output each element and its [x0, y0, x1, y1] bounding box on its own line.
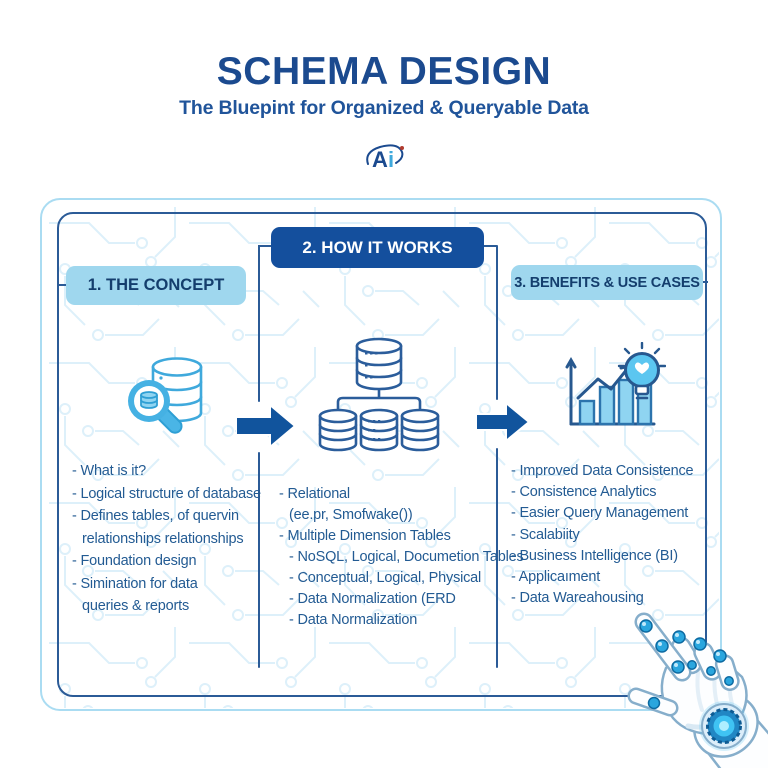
- column-divider: [496, 448, 498, 668]
- list-item: - Logical structure of database: [72, 485, 261, 502]
- list-item: relationships relationships: [82, 530, 244, 547]
- how-it-works-list: - Relational (ee.pr, Smofwake()) - Multi…: [279, 484, 524, 631]
- list-item: - Scalabiity: [511, 526, 580, 543]
- list-item: - Business Intelligence (BI): [511, 547, 678, 564]
- section-header-benefits: 3. BENEFITS & USE CASES: [511, 265, 703, 300]
- connector-line: [702, 281, 708, 283]
- section-header-concept-label: 1. THE CONCEPT: [87, 276, 225, 294]
- arrow-right-icon: [236, 404, 296, 448]
- section-header-how-label: 2. HOW IT WORKS: [302, 237, 453, 257]
- connector-line: [483, 245, 497, 247]
- analytics-idea-icon: [565, 342, 666, 426]
- benefits-list: - Improved Data Consistence - Consistenc…: [511, 461, 694, 609]
- list-item: - Foundation design: [72, 553, 197, 569]
- section-header-concept: 1. THE CONCEPT: [66, 266, 246, 305]
- list-item: - Applicaıment: [511, 569, 601, 586]
- page-title: SCHEMA DESIGN: [216, 50, 552, 93]
- list-item: (ee.pr, Smofwake()): [289, 507, 413, 523]
- list-item: - Multiple Dimension Tables: [279, 528, 451, 544]
- list-item: - Data Normalization: [289, 612, 418, 628]
- list-item: - Simination for data: [72, 575, 198, 592]
- svg-text:i: i: [388, 147, 394, 172]
- svg-text:A: A: [372, 147, 388, 172]
- list-item: - Relational: [279, 486, 350, 502]
- list-item: - Data Wareahousing: [511, 590, 644, 607]
- page-subtitle: The Bluepint for Organized & Queryable D…: [179, 97, 589, 119]
- database-hierarchy-icon: [318, 337, 440, 452]
- list-item: - What is it?: [72, 463, 146, 479]
- column-divider: [258, 245, 260, 402]
- section-header-benefits-label: 3. BENEFITS & USE CASES: [514, 274, 700, 291]
- list-item: - Consistence Analytics: [511, 484, 657, 501]
- column-divider: [496, 245, 498, 400]
- list-item: - Easier Query Management: [511, 505, 689, 522]
- list-item: queries & reports: [82, 598, 190, 614]
- list-item: - NoSQL, Logical, Documetion Tables: [289, 549, 524, 565]
- list-item: - Conceptual, Logical, Physical: [289, 570, 482, 586]
- column-divider: [258, 452, 260, 668]
- ai-logo: A i: [0, 138, 768, 183]
- list-item: - Defines tables, of quervin: [72, 508, 239, 524]
- robot-hand-illustration: [627, 612, 768, 768]
- circuit-board-pattern: [43, 201, 719, 708]
- inner-panel-frame: [57, 212, 707, 697]
- outer-panel-frame: [40, 198, 722, 711]
- arrow-right-icon: [476, 402, 530, 442]
- list-item: - Improved Data Consistence: [511, 463, 694, 479]
- concept-list: - What is it? - Logical structure of dat…: [72, 460, 261, 618]
- connector-line: [57, 284, 66, 286]
- search-database-icon: [128, 357, 203, 434]
- connector-line: [258, 245, 272, 247]
- ai-logo-icon: A i: [366, 144, 404, 172]
- section-header-how-it-works: 2. HOW IT WORKS: [271, 227, 484, 268]
- list-item: - Data Normalization (ERD: [289, 591, 456, 607]
